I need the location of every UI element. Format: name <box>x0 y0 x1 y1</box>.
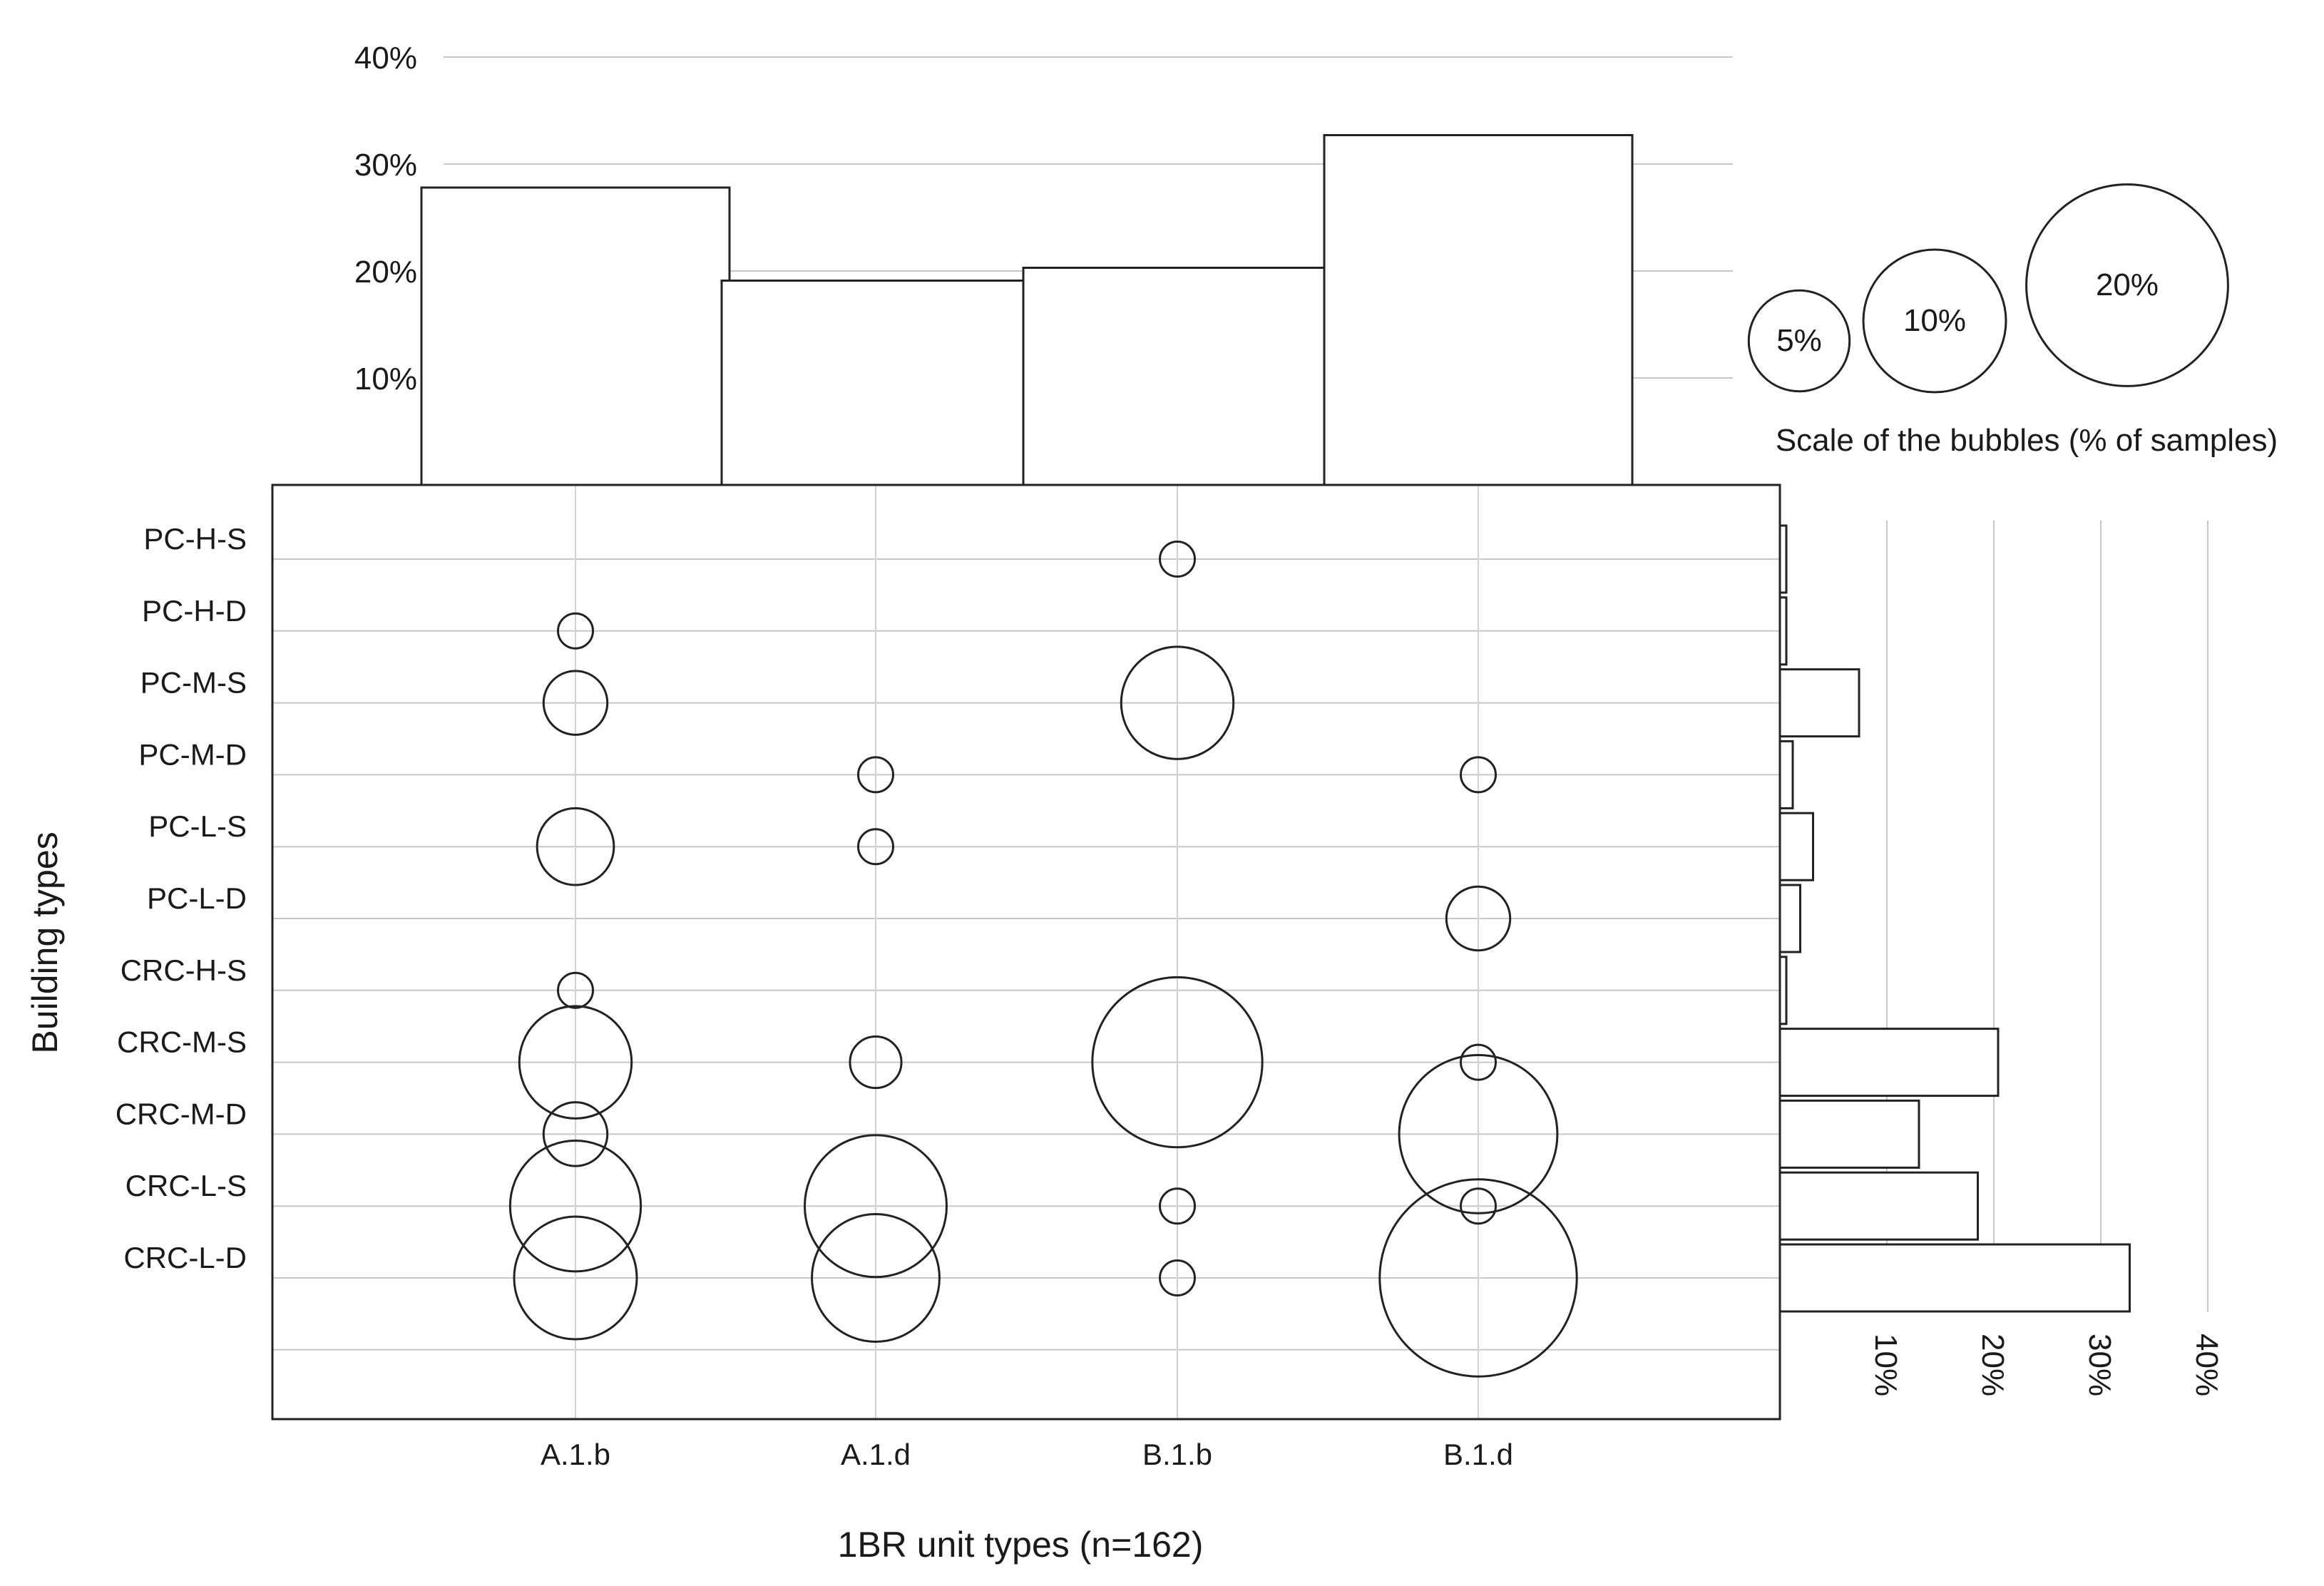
x-tick-label: B.1.d <box>1443 1438 1513 1471</box>
y-tick-label: PC-M-S <box>140 666 247 700</box>
bubble-plot: PC-H-S PC-H-D PC-M-S PC-M-D PC-L-S PC-L-D CRC-… <box>116 484 1781 1471</box>
scale-bubble-label: 20% <box>2096 267 2159 302</box>
x-tick-label: B.1.b <box>1142 1438 1212 1471</box>
bubble-A.1.b-CRC-L-D <box>513 1215 638 1341</box>
top-hist-tick-label: 20% <box>354 255 417 290</box>
bubble-B.1.d-CRC-L-D <box>1378 1178 1578 1378</box>
bubble-B.1.b-CRC-L-D <box>1159 1259 1196 1296</box>
bubble-B.1.b-CRC-M-S <box>1091 976 1264 1149</box>
bubble-A.1.d-PC-M-D <box>857 756 894 794</box>
bubble-scale-legend: 5% 10% 20% Scale of the bubbles (% of sampl… <box>1747 183 2278 458</box>
right-hist-bar-CRC-L-D <box>1778 1243 2131 1313</box>
y-tick-label: PC-L-D <box>147 881 247 915</box>
gridlines <box>272 485 1780 1419</box>
top-histogram: 10% 20% 30% 40% <box>354 41 1733 486</box>
top-hist-bar-A.1.d <box>720 280 1031 486</box>
scale-bubble-label: 10% <box>1903 303 1966 338</box>
plot-frame <box>271 484 1781 1421</box>
x-tick-label: A.1.b <box>541 1438 610 1471</box>
right-hist-tick-label: 30% <box>2082 1334 2117 1396</box>
right-hist-bar-PC-L-D <box>1778 884 1801 953</box>
bubble-A.1.b-PC-H-D <box>557 612 594 650</box>
bubble-A.1.b-PC-L-S <box>536 807 615 886</box>
scale-bubble-20 <box>2025 183 2229 387</box>
bubble-B.1.d-CRC-M-D <box>1398 1053 1559 1214</box>
top-hist-bar-A.1.b <box>420 186 731 486</box>
y-tick-label: PC-H-D <box>142 594 247 628</box>
y-tick-label: CRC-M-D <box>116 1097 247 1130</box>
top-hist-bar-B.1.d <box>1323 134 1634 486</box>
right-hist-bar-CRC-L-S <box>1778 1171 1979 1241</box>
bubble-B.1.b-PC-H-S <box>1159 541 1196 578</box>
y-tick-label: CRC-L-S <box>126 1169 247 1202</box>
bubble-A.1.d-CRC-L-D <box>811 1213 941 1343</box>
x-axis-label: 1BR unit types (n=162) <box>838 1525 1204 1565</box>
y-tick-label: PC-L-S <box>148 809 247 843</box>
right-hist-tick-label: 40% <box>2189 1334 2224 1396</box>
right-hist-bar-PC-M-S <box>1778 668 1860 738</box>
bubble-A.1.b-CRC-M-S <box>518 1005 633 1120</box>
top-hist-tick-label: 10% <box>354 362 417 396</box>
top-hist-tick-label: 30% <box>354 148 417 183</box>
bubble-A.1.b-CRC-M-D <box>542 1101 609 1167</box>
scale-bubble-10 <box>1862 248 2007 394</box>
y-tick-label: PC-H-S <box>143 522 247 556</box>
right-hist-tick-label: 10% <box>1868 1334 1903 1396</box>
x-tick-label: A.1.d <box>841 1438 911 1471</box>
bubble-A.1.b-PC-M-S <box>542 670 609 736</box>
bubble-A.1.d-CRC-M-S <box>849 1035 903 1090</box>
bubble-B.1.b-CRC-L-S <box>1159 1187 1196 1225</box>
right-hist-bar-PC-L-S <box>1778 812 1814 881</box>
y-tick-label: CRC-M-S <box>117 1025 247 1059</box>
top-hist-bar-B.1.b <box>1022 267 1333 486</box>
bubbles <box>508 541 1578 1378</box>
bubble-A.1.b-CRC-H-S <box>557 971 594 1009</box>
top-hist-tick-label: 40% <box>354 41 417 76</box>
y-tick-label: CRC-H-S <box>121 953 247 987</box>
right-histogram: 10% 20% 30% 40% <box>1778 521 2224 1396</box>
scale-bubble-5 <box>1747 289 1851 393</box>
right-hist-tick-label: 20% <box>1975 1334 2010 1396</box>
right-hist-bar-CRC-M-S <box>1778 1028 2000 1098</box>
bubble-A.1.d-CRC-L-S <box>804 1134 948 1279</box>
bubble-B.1.d-CRC-M-S <box>1460 1043 1497 1081</box>
y-axis-label: Building types <box>25 832 65 1053</box>
y-tick-label: CRC-L-D <box>123 1241 247 1274</box>
right-hist-bar-CRC-M-D <box>1778 1099 1920 1169</box>
bubble-B.1.d-PC-L-D <box>1445 885 1512 952</box>
scale-bubble-label: 5% <box>1776 323 1822 358</box>
bubble-B.1.d-CRC-L-S <box>1460 1187 1497 1225</box>
right-hist-bar-PC-M-D <box>1778 740 1794 809</box>
y-tick-label: PC-M-D <box>138 737 247 771</box>
bubble-A.1.d-PC-L-S <box>857 828 894 866</box>
bubble-B.1.d-PC-M-D <box>1460 756 1497 794</box>
axis-labels: 1BR unit types (n=162) Building types <box>25 832 1203 1565</box>
bubble-A.1.b-CRC-L-S <box>508 1140 643 1273</box>
bubble-scale-title: Scale of the bubbles (% of samples) <box>1776 423 2278 458</box>
bubble-B.1.b-PC-M-S <box>1120 645 1235 760</box>
